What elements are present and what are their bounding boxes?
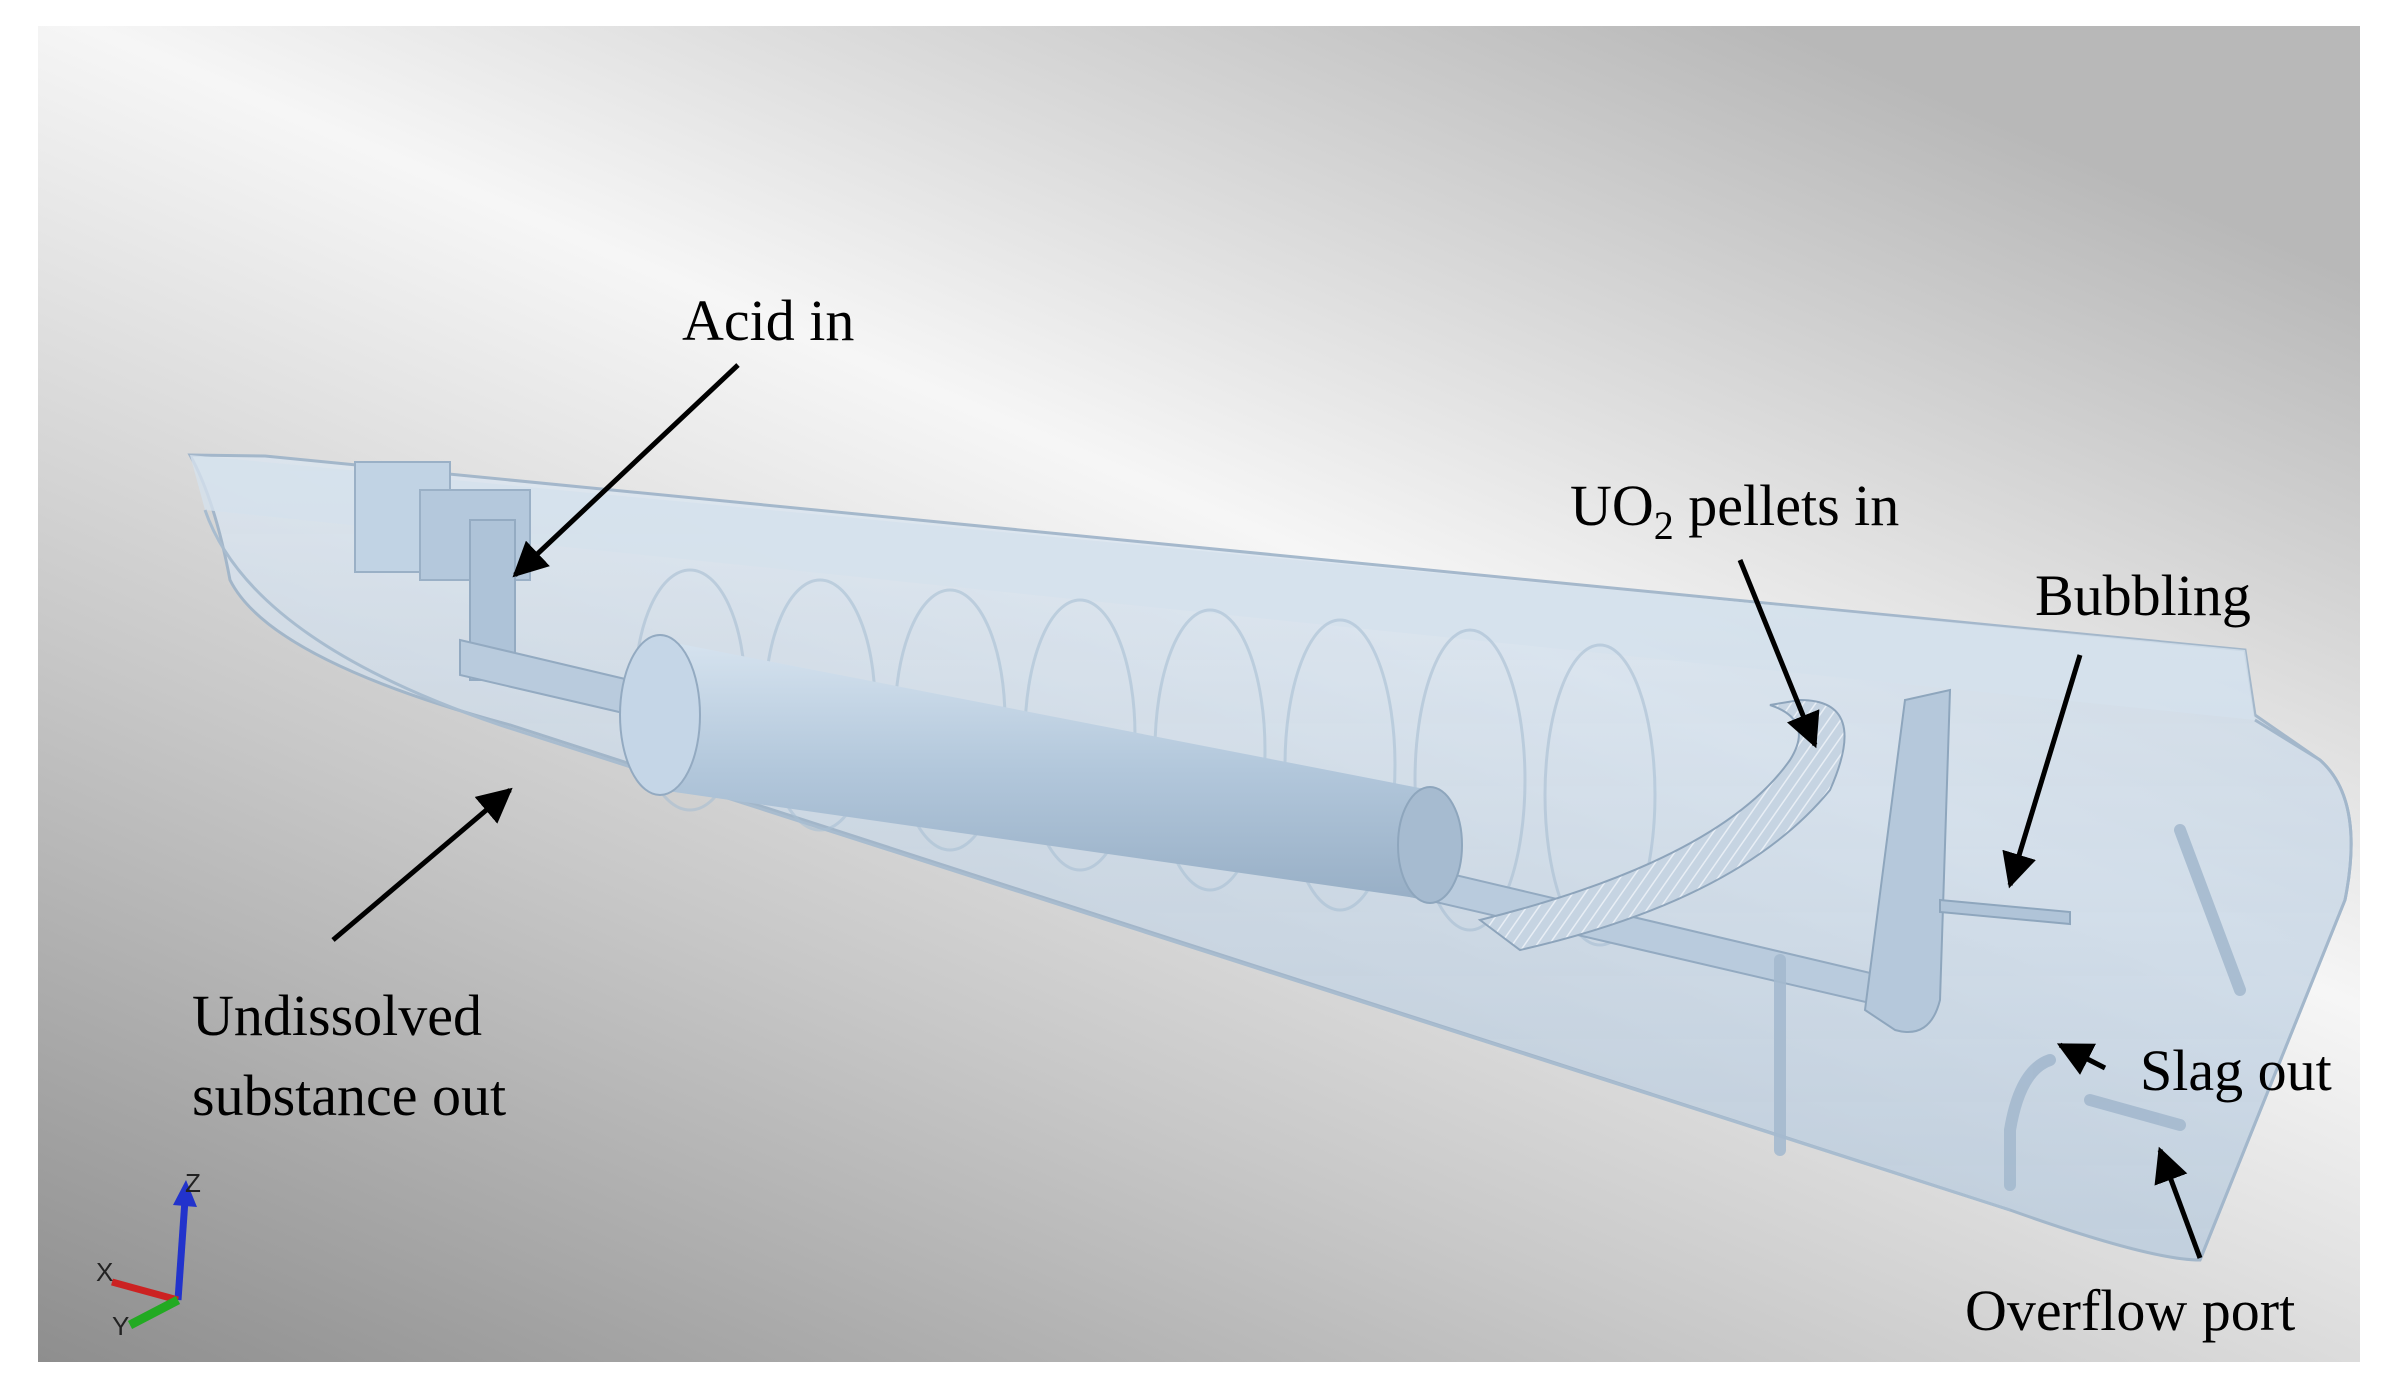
axis-triad: Z X Y xyxy=(96,1168,201,1341)
label-undissolved-line1: Undissolved xyxy=(192,983,482,1048)
separation-plate xyxy=(1863,688,1952,1033)
arrow-slag-out xyxy=(2056,1042,2107,1075)
rotary-drum xyxy=(619,634,1463,904)
label-uo2-subscript: 2 xyxy=(1654,503,1674,548)
arrow-undissolved xyxy=(331,787,513,942)
label-overflow-port: Overflow port xyxy=(1965,1278,2295,1343)
bubbling-pipe xyxy=(1939,898,2071,926)
label-bubbling: Bubbling xyxy=(2035,563,2251,628)
axis-y-line xyxy=(127,1296,181,1329)
axis-z-line xyxy=(174,1199,189,1301)
label-uo2-pellets-in: UO2 pellets in xyxy=(1570,473,1899,548)
axis-z-label: Z xyxy=(185,1168,201,1198)
arrow-bubbling xyxy=(2002,654,2083,889)
annotation-arrows xyxy=(331,363,2203,1259)
label-undissolved-line2: substance out xyxy=(192,1063,506,1128)
label-slag-out: Slag out xyxy=(2140,1038,2332,1103)
axis-z-arrowhead xyxy=(173,1180,197,1207)
axis-x-line xyxy=(111,1278,179,1304)
axis-y-label: Y xyxy=(112,1311,129,1341)
label-uo2-prefix: UO xyxy=(1570,473,1654,538)
label-acid-in: Acid in xyxy=(682,288,854,353)
arrow-overflow xyxy=(2154,1146,2203,1259)
axis-x-label: X xyxy=(96,1257,113,1287)
label-uo2-suffix: pellets in xyxy=(1674,473,1900,538)
outlet-piping xyxy=(1774,824,2246,1191)
arrow-pellets-in xyxy=(1737,559,1820,749)
arrow-acid-in xyxy=(512,363,740,578)
